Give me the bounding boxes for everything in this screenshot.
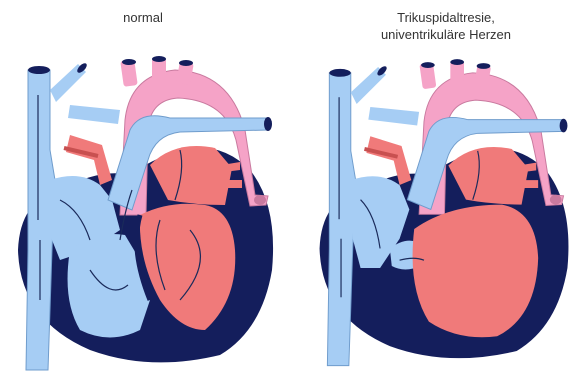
single-ventricle (413, 205, 539, 338)
aortic-branch-3-opening (477, 63, 491, 69)
pulmonary-branch-opening (264, 117, 272, 131)
tricuspid-atresia-diagram (302, 0, 585, 374)
pulmonary-branch-left (68, 105, 120, 124)
pulmonary-vein-right-2 (521, 180, 539, 188)
pulmonary-branch-opening (560, 119, 568, 133)
aortic-branch-1-opening (122, 59, 136, 65)
aortic-branch-3-opening (179, 60, 193, 66)
pulmonary-vein-right-2 (224, 180, 242, 188)
normal-heart-diagram (0, 0, 290, 374)
descending-aorta-opening (550, 195, 562, 205)
aortic-branch-1-opening (421, 62, 435, 68)
aortic-branch-2-opening (152, 56, 166, 62)
vena-cava-opening (28, 66, 50, 74)
aortic-branch-2-opening (450, 59, 464, 65)
pulmonary-branch-left (368, 107, 419, 126)
descending-aorta-opening (254, 195, 266, 205)
vena-cava-opening (329, 69, 350, 77)
